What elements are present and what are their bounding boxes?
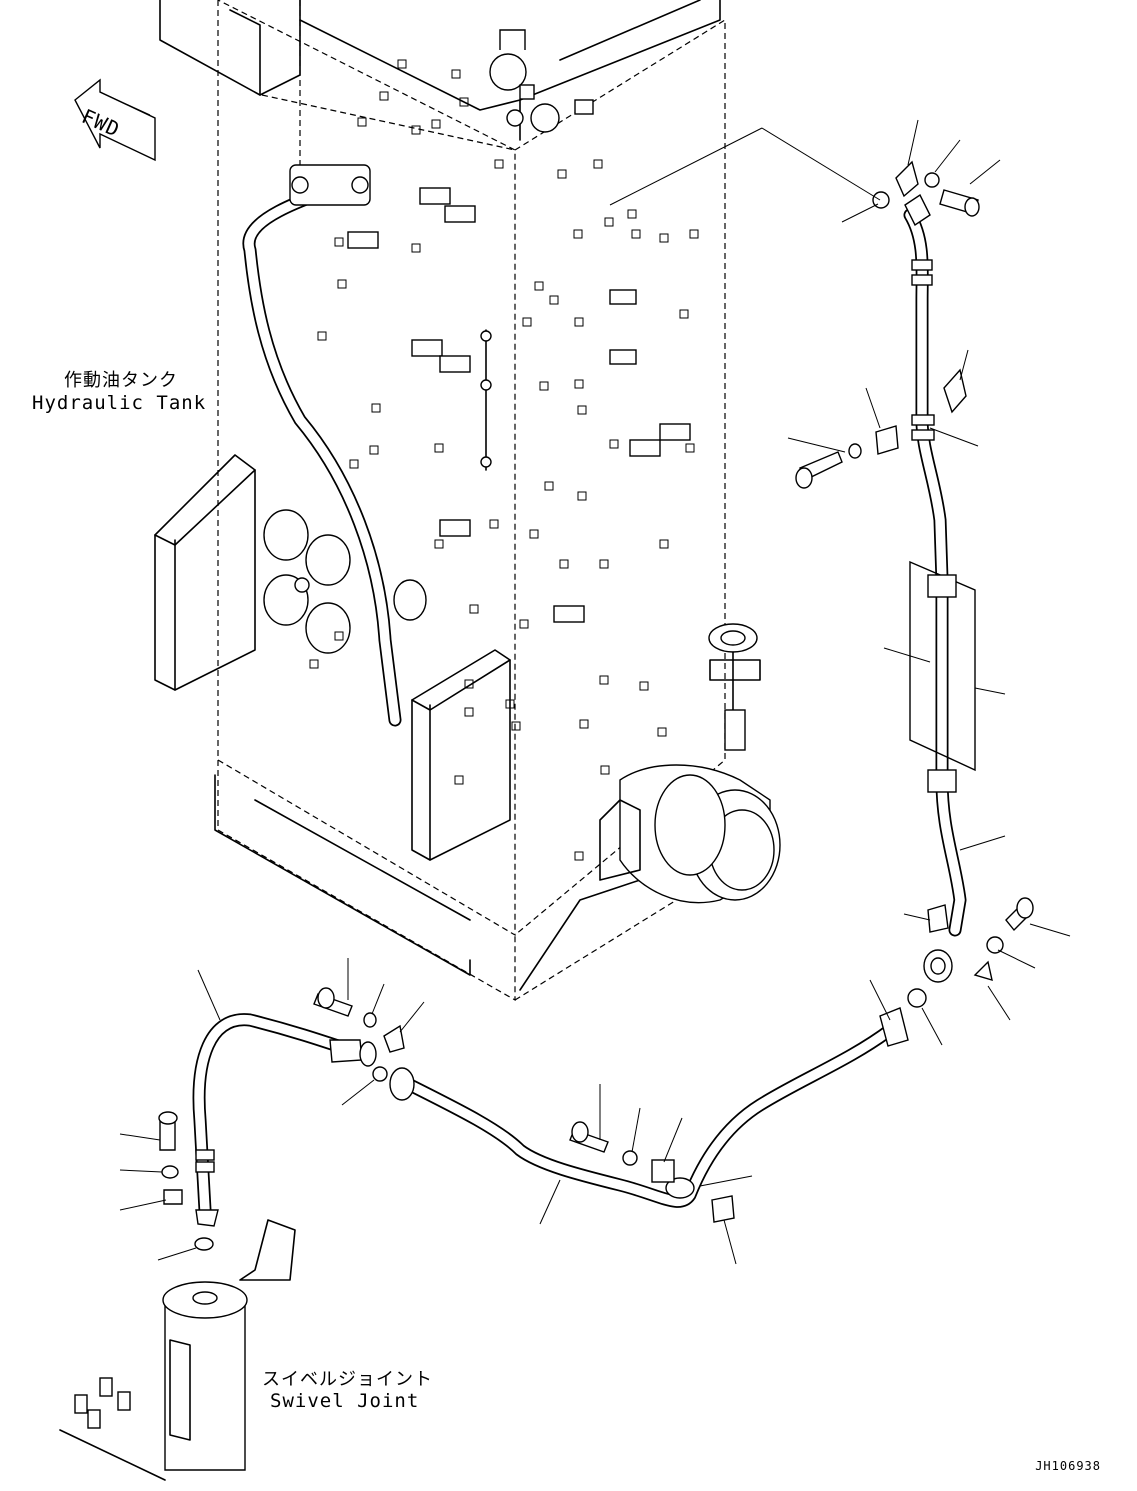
tank-flanges <box>263 509 427 654</box>
leader-lines <box>119 119 1071 1265</box>
swivel-joint-label-en: Swivel Joint <box>270 1390 420 1412</box>
right-elbow-fittings <box>907 897 1034 1008</box>
right-clamp-bolt <box>795 443 862 489</box>
right-vertical-hose <box>875 193 976 937</box>
top-right-fittings <box>872 160 980 217</box>
tank-fastener-pattern <box>309 59 699 861</box>
tank-valve-and-pump <box>599 623 781 904</box>
drawing-code: JH106938 <box>1035 1459 1101 1473</box>
swivel-joint-label-ja: スイベルジョイント <box>262 1369 433 1390</box>
hydraulic-tank-label-ja: 作動油タンク <box>64 370 178 391</box>
tank-top-fittings <box>489 29 594 133</box>
swivel-joint <box>59 1219 296 1481</box>
hydraulic-tank-label-en: Hydraulic Tank <box>32 392 207 414</box>
forward-direction-arrow <box>74 78 156 162</box>
lower-fasteners <box>158 987 735 1251</box>
lower-steel-pipe <box>389 1007 909 1208</box>
tank-suction-hose <box>242 164 402 727</box>
lower-flexible-hose <box>192 1013 377 1227</box>
